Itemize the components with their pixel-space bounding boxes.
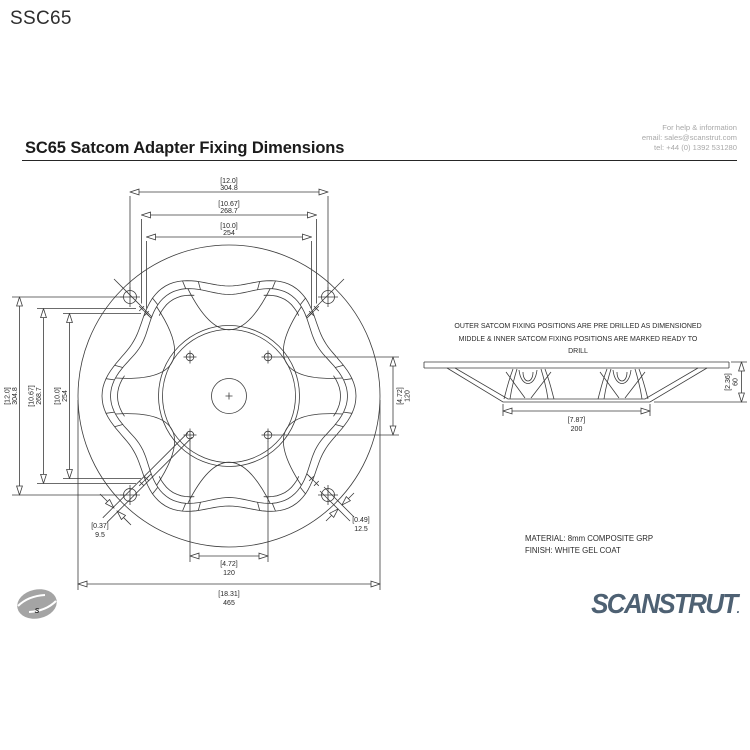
dimension-lines	[20, 192, 394, 584]
inner-fixing-hole	[261, 350, 275, 364]
dim-bottom-120-in: [4.72]	[220, 561, 238, 568]
dim-side-60-in: [2.36]	[725, 373, 732, 391]
material-specs: MATERIAL: 8mm COMPOSITE GRP FINISH: WHIT…	[525, 533, 653, 557]
dim-top-268-mm: 268.7	[220, 208, 238, 215]
contact-email: email: sales@scanstrut.com	[641, 133, 737, 142]
side-inner-slopes	[454, 367, 699, 400]
dim-side-60-mm: 60	[733, 378, 740, 386]
contact-help-line: For help & information	[662, 123, 737, 132]
dim-hole-9-5-in: [0.37]	[91, 523, 109, 530]
dim-bottom-120-mm: 120	[223, 570, 235, 577]
note-line-2: MIDDLE & INNER SATCOM FIXING POSITIONS A…	[458, 335, 698, 356]
emblem-ellipse	[17, 589, 57, 619]
dim-top-268-in: [10.67]	[218, 201, 239, 208]
dim-left-254-mm: 254	[62, 390, 69, 402]
emblem-swoosh-bottom	[28, 600, 57, 613]
dim-left-268-mm: 268.7	[36, 387, 43, 405]
emblem-letter: S	[35, 608, 40, 615]
dim-top-304-in: [12.0]	[220, 178, 238, 185]
dim-top-254-mm: 254	[223, 230, 235, 237]
wordmark-text: SCANSTRUT	[591, 588, 738, 619]
dimension-labels: [12.0] 304.8 [10.67] 268.7 [10.0] 254 [1…	[5, 178, 412, 607]
contact-block: For help & information email: sales@scan…	[642, 123, 737, 153]
material-line: MATERIAL: 8mm COMPOSITE GRP	[525, 534, 654, 543]
side-plate	[423, 361, 730, 369]
document-code: SSC65	[10, 8, 72, 29]
outer-fixing-hole	[317, 484, 339, 506]
title-rule	[22, 160, 737, 161]
inner-fixing-hole	[183, 350, 197, 364]
dim-overall-465-mm: 465	[223, 600, 235, 607]
side-taper-outline	[446, 367, 708, 403]
center-cross-icon	[225, 392, 233, 400]
marked-band-bottom-right	[319, 486, 355, 522]
contact-phone: tel: +44 (0) 1392 531280	[654, 143, 737, 152]
dim-left-254-in: [10.0]	[55, 387, 62, 405]
corner-diagonal	[305, 278, 345, 318]
dim-hole-12-5-mm: 12.5	[354, 526, 368, 533]
dim-top-304-mm: 304.8	[220, 185, 238, 192]
page-title: SC65 Satcom Adapter Fixing Dimensions	[25, 139, 345, 157]
inner-fixing-hole	[261, 428, 275, 442]
callout-arrow	[325, 509, 338, 522]
dim-left-304-mm: 304.8	[12, 387, 19, 405]
top-view	[77, 244, 381, 548]
corner-diagonal	[113, 278, 153, 318]
callout-arrow	[342, 492, 355, 505]
side-rib-left	[503, 368, 555, 400]
extension-lines	[12, 196, 399, 590]
wordmark-suffix: .	[736, 601, 740, 616]
scanstrut-wordmark: SCANSTRUT.	[568, 588, 740, 620]
dim-hole-12-5-in: [0.49]	[352, 517, 370, 524]
dim-top-254-in: [10.0]	[220, 223, 238, 230]
finish-line: FINISH: WHITE GEL COAT	[525, 546, 621, 555]
note-line-1: OUTER SATCOM FIXING POSITIONS ARE PRE DR…	[454, 323, 702, 330]
center-boss-circle	[211, 378, 247, 414]
plate-outline-circle	[77, 244, 381, 548]
marked-band-bottom-left	[102, 432, 193, 523]
dim-side-200-mm: 200	[571, 426, 583, 433]
scanstrut-emblem: S	[17, 589, 57, 619]
dim-right-120-mm: 120	[405, 390, 412, 402]
side-view	[423, 361, 730, 403]
callout-arrow	[117, 511, 132, 526]
emblem-swoosh-top	[17, 594, 46, 607]
side-view-dimensions: [2.36] 60 [7.87] 200	[503, 362, 747, 433]
dim-left-304-in: [12.0]	[5, 387, 12, 405]
dim-side-200-in: [7.87]	[568, 417, 586, 424]
callout-arrow	[99, 493, 114, 508]
fixing-notes: OUTER SATCOM FIXING POSITIONS ARE PRE DR…	[452, 321, 704, 359]
dim-right-120-in: [4.72]	[397, 387, 404, 405]
side-rib-right	[597, 368, 649, 400]
molded-rib-star	[101, 280, 357, 512]
dim-overall-465-in: [18.31]	[218, 591, 239, 598]
dim-hole-9-5-mm: 9.5	[95, 532, 105, 539]
dim-left-268-in: [10.67]	[29, 385, 36, 406]
inner-ring-outer	[158, 325, 300, 467]
